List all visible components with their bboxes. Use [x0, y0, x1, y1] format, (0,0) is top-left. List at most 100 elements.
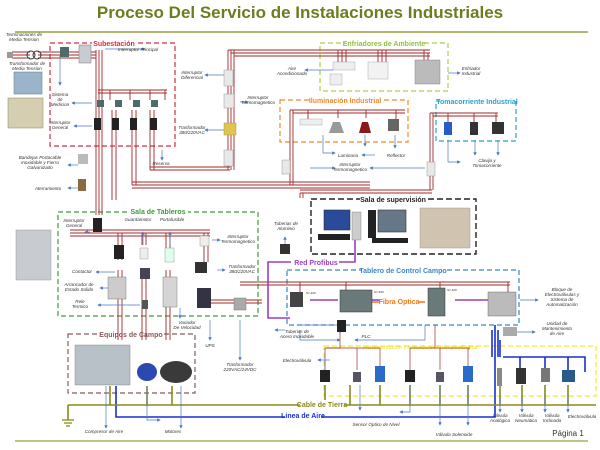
fluorescent-luminaire-icon [299, 118, 323, 126]
section-tomacorriente: Tomacorriente Industrial [435, 97, 518, 142]
label-trafo24-2: 220VAC/24VDC [223, 367, 258, 372]
fuse-holder-icon [164, 247, 175, 263]
transformer-380-icon [223, 122, 237, 136]
solenoid-valve-icon [320, 370, 330, 382]
label-valvula-solenoide: Válvula Solenoide [436, 432, 473, 437]
motor-gray-icon [160, 361, 192, 383]
label-diferencial-2: Diferencial [181, 75, 204, 80]
solenoid-valve-3-icon [405, 370, 415, 382]
label-terminaciones-1: Terminaciones de [6, 32, 43, 37]
air-compressor-icon [74, 344, 131, 386]
label-rele-1: Rele [75, 299, 85, 304]
section-iluminacion: Iluminación Industrial [279, 96, 409, 143]
transformer-mt-icon [26, 50, 42, 60]
label-neumatica-1: Válvula [518, 413, 534, 418]
ac-condenser-icon [329, 73, 343, 86]
profibus-line [267, 240, 488, 319]
label-sistema-3: Medicion [51, 102, 70, 107]
label-tab-trafo-2: 380/220VAC [229, 269, 255, 274]
label-bloque-1: Bloque de [552, 287, 573, 292]
power-supply-24v-icon [233, 297, 247, 311]
ground-symbol-icon [62, 419, 74, 427]
fibra-optica-label: Fibra Optica [379, 299, 420, 306]
vfd-icon [162, 276, 178, 308]
label-electrovalvula-2: Electroválvula [568, 414, 597, 419]
keyboard-2-icon [372, 238, 408, 243]
label-unidad-1: Unidad de [547, 321, 568, 326]
plc-s7-400-icon [427, 287, 446, 317]
label-clavija-1: Clavija y [478, 158, 496, 163]
label-arrancador-1: Arrancador de [63, 282, 94, 287]
air-label-bg [285, 412, 321, 420]
label-guardamotor: Guardamotor [124, 217, 152, 222]
label-tab-termo-2: Termomagnetico [221, 239, 255, 244]
label-bloque-3: Sistema de [551, 297, 574, 302]
label-motores: Motores [165, 429, 182, 434]
label-int-general-2: General [52, 125, 69, 130]
label-tab-trafo-1: Trasformador [228, 264, 256, 269]
label-terminaciones-2: Media Tension [9, 37, 39, 42]
label-bandejas-2: Inoxidable y Fierro [21, 160, 59, 165]
section-title-equipos-campo: Equipos de Campo [99, 332, 162, 339]
section-tablero-control: Tablero de Control Campo [286, 266, 520, 326]
label-variador-1: Variador [178, 320, 196, 325]
contactor-icon [140, 268, 150, 279]
label-inclinada-2: Inclinada [543, 418, 562, 423]
labels: Terminaciones de Media Tension Transform… [6, 32, 597, 437]
section-title-tomacorriente: Tomacorriente Industrial [436, 99, 518, 106]
label-aire-1: Aire [287, 66, 297, 71]
analog-valve-icon [497, 368, 502, 386]
section-title-subestacion: Subestación [93, 41, 135, 48]
label-reserva: Reserva [152, 161, 170, 166]
section-title-sala-supervision: Sala de supervisión [360, 197, 426, 204]
label-sistema-2: de [57, 97, 63, 102]
substation-photo [7, 97, 44, 129]
label-neumatica-2: Neumática [515, 418, 537, 423]
monitor-1-icon [323, 209, 351, 231]
plc-s7-300-icon [339, 289, 373, 313]
tab-general-breaker-icon [93, 218, 102, 232]
section-equipos-campo: Equipos de Campo [67, 330, 196, 394]
label-contactor: Contactor [72, 269, 92, 274]
ground-label-bg [300, 400, 344, 408]
page-title: Proceso Del Servicio de Instalaciones In… [97, 3, 503, 22]
label-clavija-2: Tomacorriente [472, 163, 502, 168]
electrovalve-icon [562, 370, 575, 382]
plc-s7-200-icon [290, 292, 303, 307]
power-lines [12, 49, 510, 340]
section-title-tablero-control: Tablero de Control Campo [359, 268, 446, 275]
label-unidad-2: Mantenimiento [542, 326, 573, 331]
profibus-label-bg [291, 259, 339, 266]
label-sistema-1: Sistema [52, 92, 69, 97]
angle-valve-icon [541, 368, 550, 382]
terminaciones-icon [7, 52, 13, 58]
tab-thermomagnetic-icon [199, 235, 210, 247]
label-ups: UPS [205, 343, 215, 348]
label-sensor-optico: Sensor Óptico de Nivel [353, 421, 401, 427]
pneumatic-valve-icon [516, 368, 526, 384]
label-tab-general-2: General [66, 223, 83, 228]
label-luminaria: Luminaria [338, 153, 359, 158]
label-rele-2: Termico [72, 304, 89, 309]
label-bandejas-3: Galvanizado [27, 165, 53, 170]
breaker-tomacorriente-icon [426, 161, 436, 177]
label-compresor: Compresor de Aire [85, 429, 124, 434]
window-ac-icon [367, 61, 389, 80]
supervision-feed [299, 193, 304, 198]
monitor-2-icon [377, 209, 407, 233]
section-instrumentacion: Instrumentación y Actuadores Analógico/D… [323, 345, 597, 397]
pc-tower-icon [351, 211, 362, 241]
label-tab-general-1: Interruptor [63, 218, 85, 223]
soft-starter-icon [107, 276, 127, 300]
ups-icon [197, 288, 211, 308]
plc-s7-200-label: S7-200 [306, 291, 316, 295]
label-enfriador-1: Enfriador [462, 66, 481, 71]
industrial-socket-icon [444, 122, 452, 135]
label-bloque-2: Electroválvulas y [545, 292, 580, 297]
keyboard-1-icon [318, 234, 350, 240]
measurement-meters [97, 100, 158, 107]
label-transformador-mt-1: Transformador de [9, 61, 46, 66]
label-termo2-1: Interruptor [339, 162, 361, 167]
section-subestacion: Subestación [49, 39, 176, 147]
section-enfriadores: Enfriadores de Ambiente [319, 39, 449, 92]
